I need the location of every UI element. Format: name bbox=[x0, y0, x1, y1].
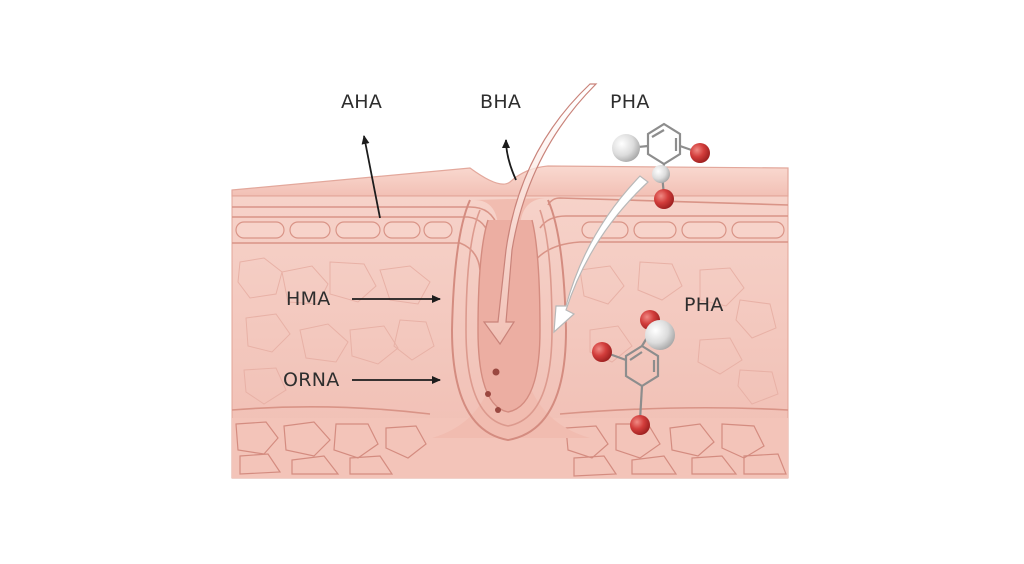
dermis-lower-line bbox=[231, 406, 789, 415]
dermis-cells bbox=[237, 257, 779, 405]
epidermis-cells bbox=[235, 221, 785, 239]
bha-penetration-arrow bbox=[482, 83, 598, 346]
hypodermis-cells bbox=[235, 421, 787, 477]
hair-follicle bbox=[432, 198, 590, 442]
label-bha: BHA bbox=[480, 91, 522, 113]
label-arrows bbox=[352, 135, 517, 384]
label-pha-right: PHA bbox=[684, 294, 724, 316]
skin-surface-top bbox=[231, 165, 789, 197]
pha-penetration-arrow bbox=[553, 175, 649, 334]
aha-arrow bbox=[361, 135, 381, 219]
bha-arrow bbox=[502, 139, 517, 181]
label-pha-top: PHA bbox=[610, 91, 650, 113]
label-aha: AHA bbox=[341, 91, 383, 113]
label-hma: HMA bbox=[286, 288, 331, 310]
molecule-icon bbox=[612, 122, 710, 209]
label-orna: ORNA bbox=[283, 369, 340, 391]
molecule-icon bbox=[592, 310, 675, 435]
